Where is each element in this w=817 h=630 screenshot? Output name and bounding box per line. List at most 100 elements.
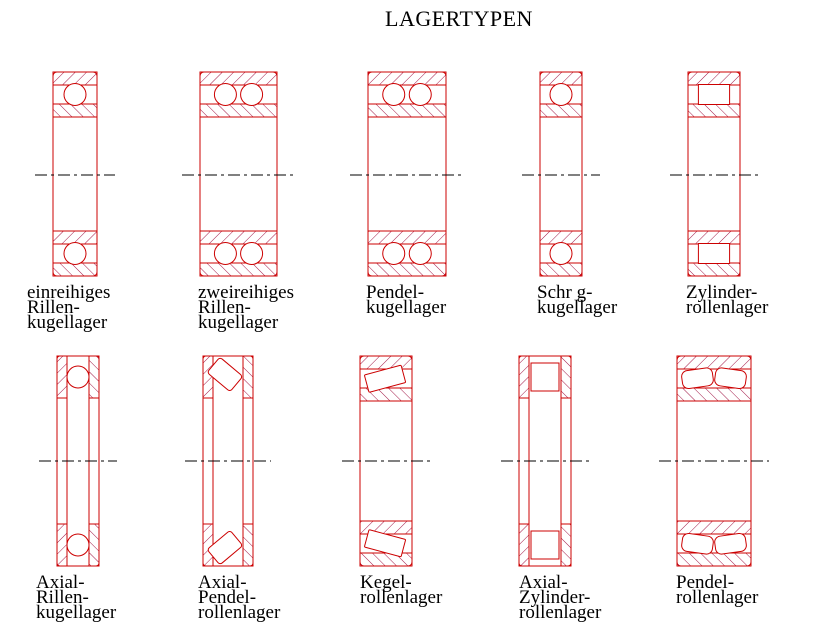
- ring-section: [676, 355, 752, 370]
- bearing-label-line: rollenlager: [198, 602, 281, 623]
- ring-section: [199, 71, 278, 86]
- bearing-label-line: rollenlager: [360, 587, 443, 608]
- bearing-axial-spherical: [185, 355, 271, 567]
- bearing-ball-2: [182, 71, 295, 277]
- bearing-label-line: Zylinder-: [686, 282, 758, 303]
- ball: [408, 242, 432, 265]
- roller: [530, 530, 560, 560]
- bearing-label-line: Pendel-: [366, 282, 425, 303]
- bearing-spherical-roller: [659, 355, 769, 567]
- bearing-label-line: rollenlager: [519, 602, 602, 623]
- bearing-label: Pendel-rollenlager: [676, 572, 759, 608]
- ring-section: [518, 355, 530, 399]
- ball: [213, 83, 237, 106]
- bearing-tapered: [342, 355, 430, 567]
- bearing-axial-ball: [39, 355, 117, 567]
- ring-section: [359, 387, 413, 402]
- bearing-label-line: rollenlager: [676, 587, 759, 608]
- bearing-label-line: rollenlager: [686, 297, 769, 318]
- bearing-label-line: Kegel-: [360, 572, 412, 593]
- ring-section: [518, 523, 530, 567]
- roller: [530, 362, 560, 392]
- roller: [207, 357, 243, 392]
- bearing-label-line: kugellager: [366, 297, 447, 318]
- roller: [681, 367, 714, 390]
- bearing-label-line: Pendel-: [198, 587, 257, 608]
- ring-section: [88, 355, 100, 399]
- bearing-cylindrical: [670, 71, 758, 277]
- bearing-label-line: Axial-: [519, 572, 568, 593]
- ring-section: [687, 103, 741, 118]
- bearing-label-line: kugellager: [36, 602, 117, 623]
- ring-section: [359, 355, 413, 370]
- bearing-label-line: Zylinder-: [519, 587, 591, 608]
- bearing-outline: [367, 71, 447, 277]
- ring-section: [676, 552, 752, 567]
- ring-section: [676, 387, 752, 402]
- ring-section: [359, 520, 413, 535]
- ball: [549, 242, 573, 265]
- ring-section: [367, 103, 447, 118]
- bearing-label: Zylinder-rollenlager: [686, 282, 769, 318]
- bearing-label-line: Rillen-: [36, 587, 89, 608]
- roller: [697, 84, 731, 105]
- bearing-label: Axial-Zylinder-rollenlager: [519, 572, 602, 623]
- ring-section: [199, 262, 278, 277]
- ball: [382, 83, 406, 106]
- drawing-title: LAGERTYPEN: [385, 6, 533, 31]
- ball: [408, 83, 432, 106]
- ring-section: [676, 520, 752, 535]
- bearing-label-line: Rillen-: [198, 297, 251, 318]
- bearing-angular-ball: [522, 71, 600, 277]
- bearing-label-line: Axial-: [198, 572, 247, 593]
- ring-section: [367, 230, 447, 245]
- ring-section: [56, 523, 68, 567]
- ring-section: [202, 355, 214, 399]
- bearing-label: Axial-Pendel-rollenlager: [198, 572, 281, 623]
- bearing-label: Pendel-kugellager: [366, 282, 447, 318]
- ball: [240, 242, 264, 265]
- ring-section: [367, 71, 447, 86]
- ring-section: [687, 230, 741, 245]
- bearing-label-line: einreihiges: [27, 282, 111, 303]
- roller: [714, 532, 747, 555]
- bearing-self-aligning-ball: [350, 71, 464, 277]
- bearing-label-line: zweireihiges: [198, 282, 295, 303]
- ring-section: [56, 355, 68, 399]
- ring-section: [242, 355, 254, 399]
- roller: [364, 529, 406, 558]
- bearing-outline: [199, 71, 278, 277]
- bearing-label-line: kugellager: [537, 297, 618, 318]
- bearing-axial-cylindrical: [501, 355, 589, 567]
- bearing-label-line: Axial-: [36, 572, 85, 593]
- ring-section: [367, 262, 447, 277]
- ring-section: [88, 523, 100, 567]
- ring-section: [687, 71, 741, 86]
- bearing-label-line: Schr g-: [537, 282, 593, 303]
- roller: [697, 243, 731, 264]
- bearing-label-line: kugellager: [27, 312, 108, 333]
- roller: [714, 367, 747, 390]
- ball: [63, 83, 87, 106]
- ball: [66, 533, 90, 557]
- ring-section: [687, 262, 741, 277]
- bearing-label-line: kugellager: [198, 312, 279, 333]
- bearing-label-line: Pendel-: [676, 572, 735, 593]
- roller: [681, 532, 714, 555]
- ball: [66, 365, 90, 389]
- ring-section: [359, 552, 413, 567]
- ring-section: [199, 103, 278, 118]
- ball: [382, 242, 406, 265]
- ring-section: [560, 523, 572, 567]
- ring-section: [242, 523, 254, 567]
- ring-section: [560, 355, 572, 399]
- ball: [549, 83, 573, 106]
- ball: [213, 242, 237, 265]
- ring-section: [202, 523, 214, 567]
- roller: [364, 364, 406, 393]
- ring-section: [199, 230, 278, 245]
- bearing-label: Schr g-kugellager: [537, 282, 618, 318]
